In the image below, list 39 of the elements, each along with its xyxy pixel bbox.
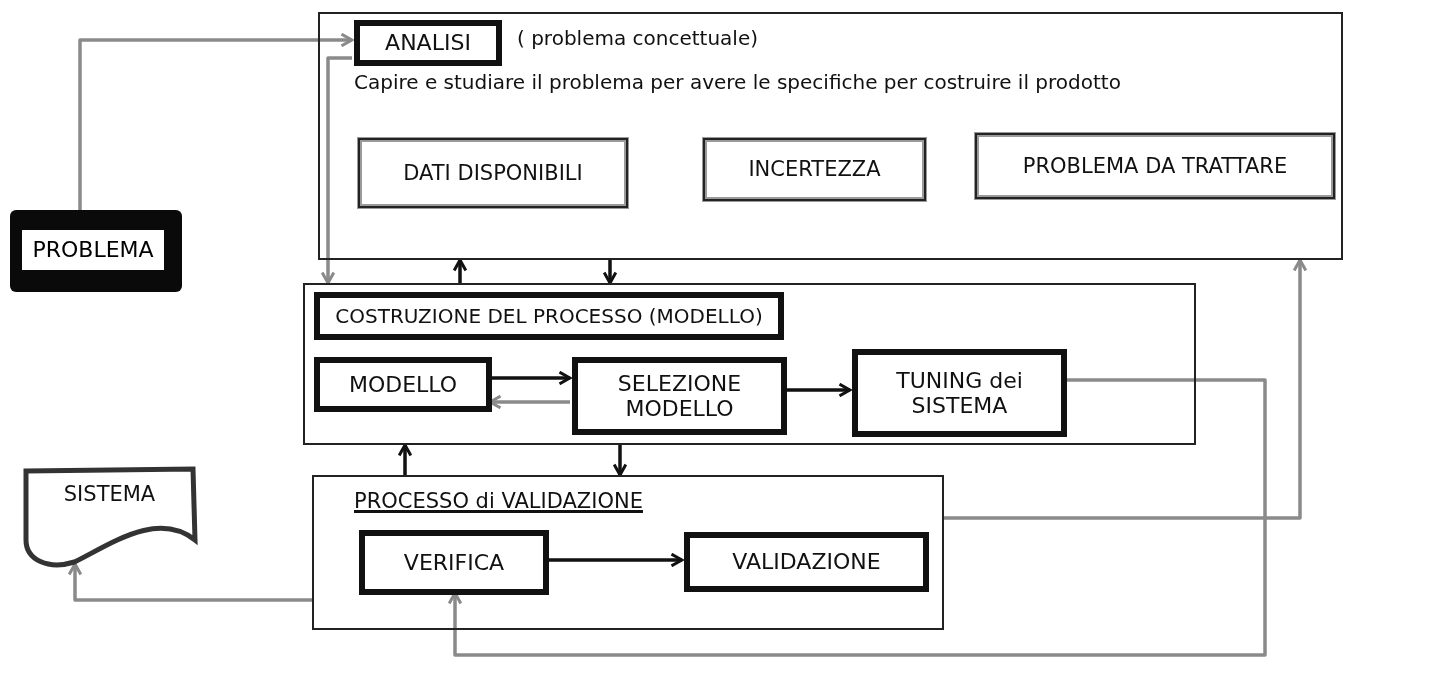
info-box: [702, 137, 927, 202]
node-label: SELEZIONE MODELLO: [616, 369, 743, 423]
process-box: [314, 357, 492, 412]
problem-box: [10, 210, 182, 292]
node-label: COSTRUZIONE DEL PROCESSO (MODELLO): [334, 302, 764, 330]
node-label: VERIFICA: [402, 548, 506, 577]
section-heading: PROCESSO di VALIDAZIONE: [354, 489, 643, 513]
arrow: [67, 562, 312, 602]
process-box: [314, 292, 784, 340]
info-box: [357, 137, 629, 209]
node-label: PROBLEMA: [22, 230, 164, 270]
arrow: [78, 32, 354, 210]
info-box: [974, 132, 1336, 200]
node-label: SISTEMA: [62, 480, 157, 508]
node-label: MODELLO: [347, 370, 459, 399]
node-label: VALIDAZIONE: [731, 548, 882, 577]
arrow: [602, 260, 618, 285]
node-label: PROBLEMA DA TRATTARE: [1021, 152, 1289, 180]
description-text: ( problema concettuale): [517, 26, 758, 50]
arrow: [612, 445, 628, 477]
node-label: ANALISI: [384, 29, 472, 58]
process-box: [852, 349, 1067, 437]
process-box: [572, 357, 787, 435]
container-panel: [318, 12, 1343, 260]
process-box: [359, 530, 549, 595]
node-label: DATI DISPONIBILI: [402, 159, 584, 187]
arrow: [452, 258, 468, 283]
arrow: [397, 443, 413, 475]
arrow: [447, 378, 1267, 657]
process-box: [354, 20, 502, 66]
arrow: [320, 56, 352, 285]
node-label: TUNING dei SISTEMA: [895, 366, 1024, 420]
description-text: Capire e studiare il problema per avere le specifiche per costruire il prodotto: [354, 70, 1122, 94]
container-panel: [303, 283, 1196, 445]
process-box: [684, 532, 929, 592]
container-panel: [312, 475, 944, 630]
arrow: [944, 258, 1308, 520]
node-label: INCERTEZZA: [747, 156, 882, 184]
document-shape: [22, 465, 197, 570]
